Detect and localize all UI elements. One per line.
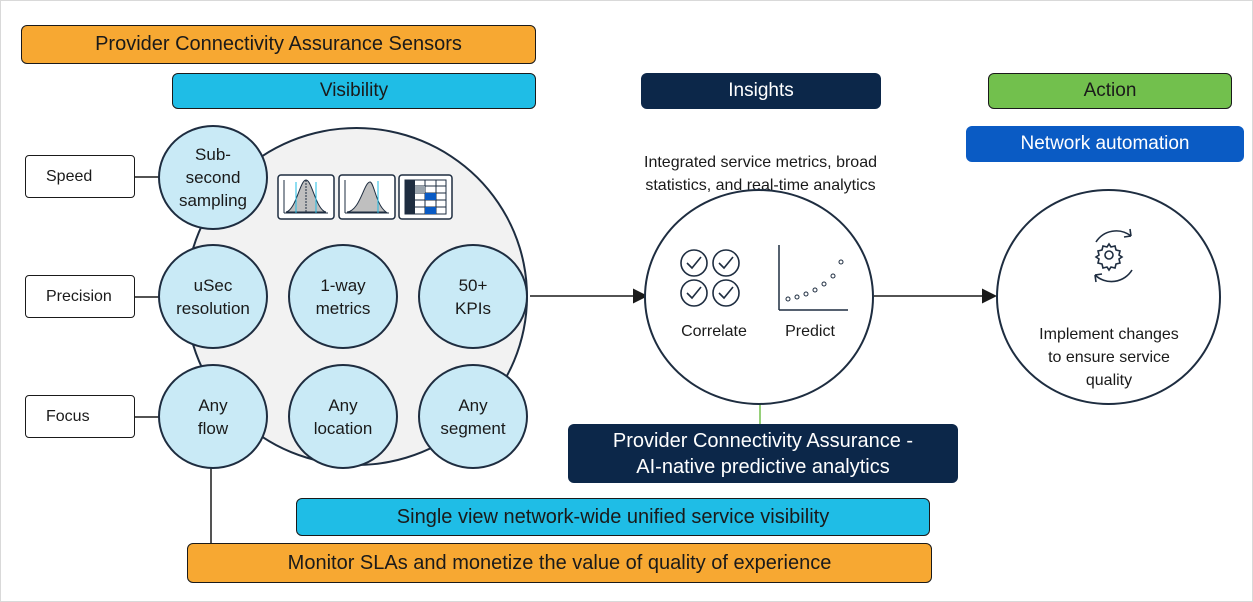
- insights-banner-text: Insights: [728, 80, 794, 101]
- circle-usec-resolution-text: uSec resolution: [176, 275, 250, 318]
- action-description: Implement changes to ensure service qual…: [1009, 300, 1209, 392]
- row-label-focus-text: Focus: [46, 407, 90, 425]
- circle-any-location-text: Any location: [313, 395, 373, 438]
- correlate-label-text: Correlate: [681, 323, 747, 340]
- circle-usec-resolution: uSec resolution: [158, 244, 268, 349]
- row-label-speed: Speed: [25, 155, 135, 198]
- correlate-icon: [680, 249, 740, 307]
- visibility-banner: Visibility: [172, 73, 536, 109]
- circle-subsecond-sampling: Sub- second sampling: [158, 125, 268, 230]
- sensors-banner-text: Provider Connectivity Assurance Sensors: [95, 33, 462, 55]
- heatmap-table-icon: [398, 174, 453, 220]
- action-banner-text: Action: [1083, 80, 1137, 101]
- insights-banner: Insights: [641, 73, 881, 109]
- row-label-precision-text: Precision: [46, 287, 112, 305]
- circle-1way-metrics: 1-way metrics: [288, 244, 398, 349]
- action-banner: Action: [988, 73, 1232, 109]
- predict-label-text: Predict: [785, 323, 835, 340]
- analytics-banner: Provider Connectivity Assurance - AI-nat…: [568, 424, 958, 483]
- circle-50-kpis: 50+ KPIs: [418, 244, 528, 349]
- circle-50-kpis-text: 50+ KPIs: [455, 275, 491, 318]
- visibility-banner-text: Visibility: [319, 80, 389, 101]
- circle-any-location: Any location: [288, 364, 398, 469]
- monitor-slas-banner-text: Monitor SLAs and monetize the value of q…: [287, 551, 832, 574]
- circle-any-segment: Any segment: [418, 364, 528, 469]
- circle-any-flow: Any flow: [158, 364, 268, 469]
- row-label-speed-text: Speed: [46, 167, 93, 185]
- circle-subsecond-sampling-text: Sub- second sampling: [178, 145, 248, 210]
- single-view-banner: Single view network-wide unified service…: [296, 498, 930, 536]
- automation-gear-icon: [1094, 228, 1133, 283]
- sensors-banner: Provider Connectivity Assurance Sensors: [21, 25, 536, 64]
- network-automation-banner: Network automation: [966, 126, 1244, 162]
- circle-any-segment-text: Any segment: [440, 395, 506, 438]
- action-description-text: Implement changes to ensure service qual…: [1039, 326, 1179, 389]
- row-label-focus: Focus: [25, 395, 135, 438]
- row-label-precision: Precision: [25, 275, 135, 318]
- analytics-banner-text: Provider Connectivity Assurance - AI-nat…: [612, 429, 914, 478]
- network-automation-text: Network automation: [1020, 133, 1190, 154]
- distribution-chart-icon: [277, 174, 335, 220]
- circle-1way-metrics-text: 1-way metrics: [315, 275, 371, 318]
- correlate-label: Correlate: [664, 321, 764, 343]
- action-circle: [996, 189, 1221, 405]
- single-view-banner-text: Single view network-wide unified service…: [396, 505, 830, 528]
- monitor-slas-banner: Monitor SLAs and monetize the value of q…: [187, 543, 932, 583]
- predict-label: Predict: [765, 321, 855, 343]
- circle-any-flow-text: Any flow: [197, 395, 229, 438]
- predict-scatter-icon: [778, 245, 848, 311]
- cumulative-chart-icon: [338, 174, 396, 220]
